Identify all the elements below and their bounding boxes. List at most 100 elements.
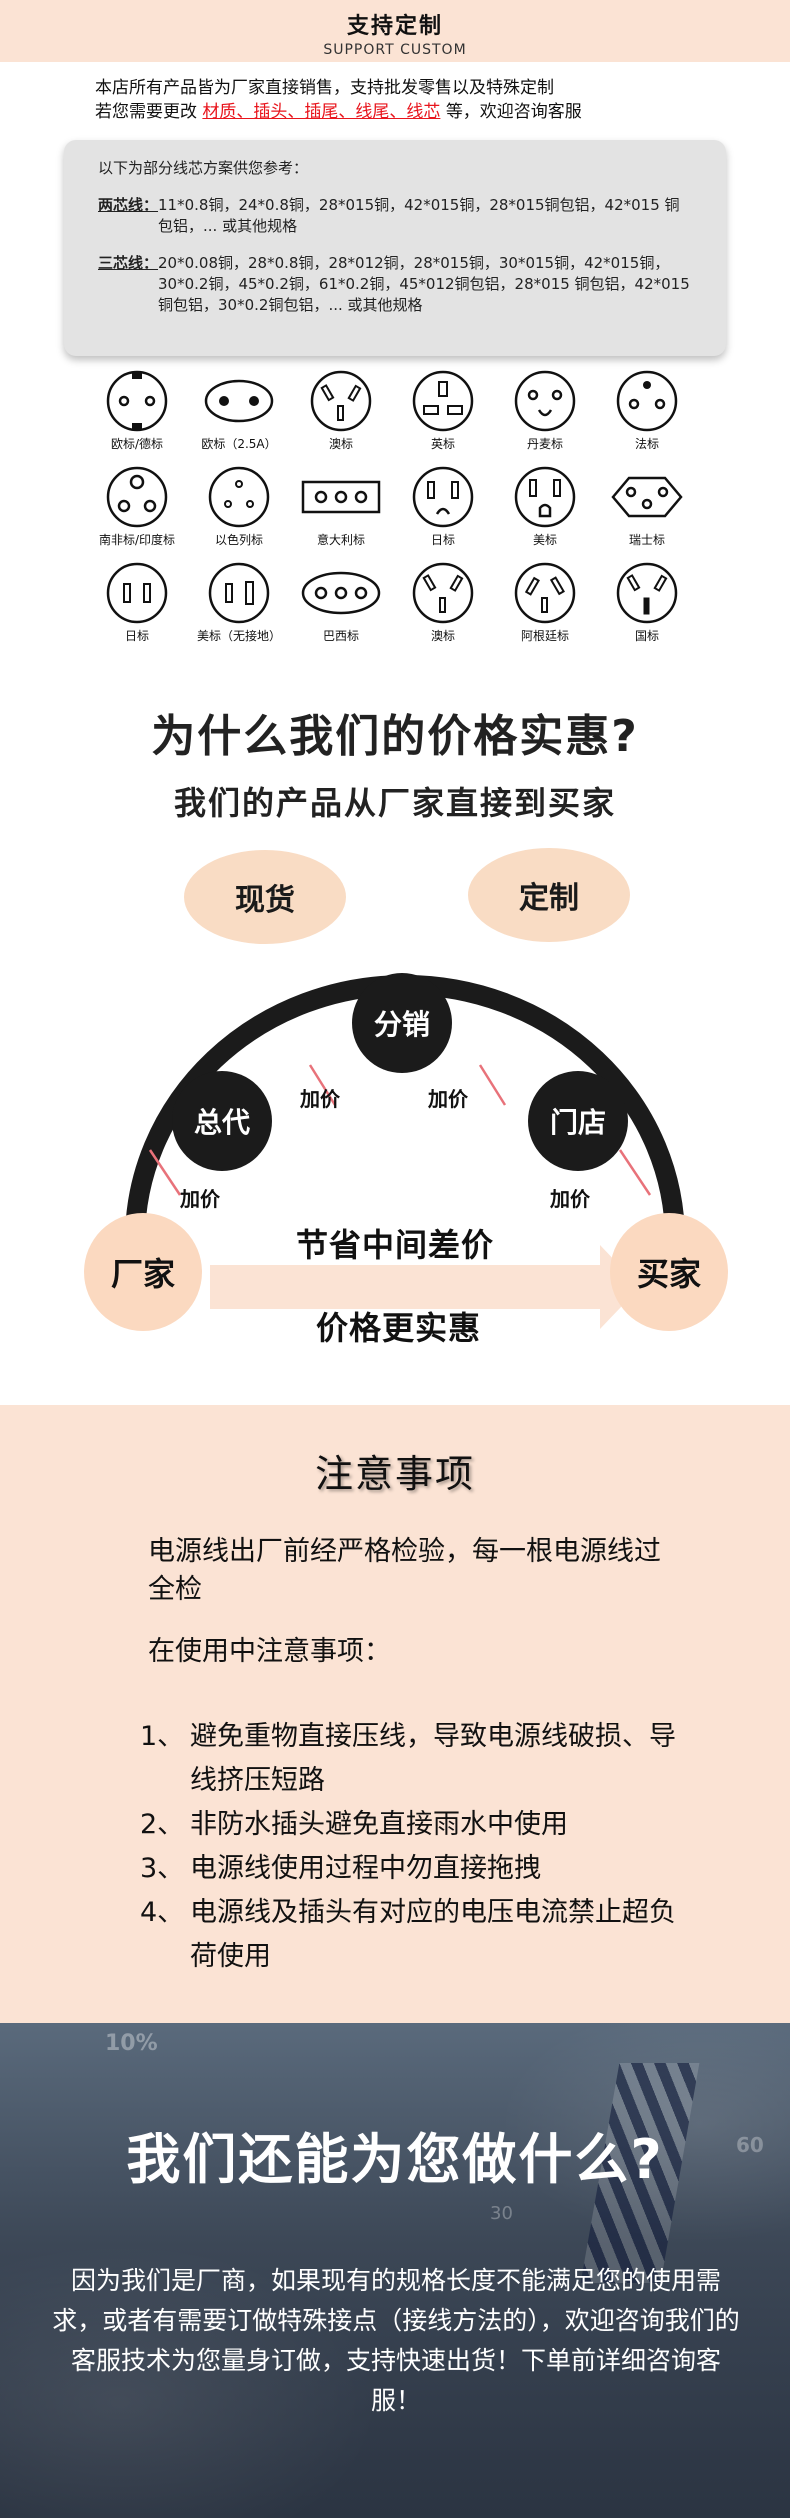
intro-highlight: 材质、插头、插尾、线尾、线芯 bbox=[202, 102, 441, 122]
plug-label: 欧标/德标 bbox=[110, 437, 164, 451]
plug-item: 南非标/印度标 bbox=[92, 464, 182, 556]
us-ungrounded-plug-icon bbox=[208, 562, 270, 624]
swiss-plug-icon bbox=[611, 476, 683, 518]
two-core-label: 两芯线： bbox=[98, 196, 159, 214]
list-text: 电源线使用过程中勿直接拖拽 bbox=[190, 1853, 541, 1884]
what-else-title: 我们还能为您做什么? bbox=[126, 2128, 664, 2191]
plug-label: 阿根廷标 bbox=[520, 629, 569, 643]
denmark-plug-icon bbox=[514, 370, 576, 432]
plug-item: 澳标 bbox=[398, 560, 488, 652]
china-plug-icon bbox=[616, 562, 678, 624]
three-core-text: 20*0.08铜，28*0.8铜，28*012铜，28*015铜，30*015铜… bbox=[158, 254, 690, 314]
list-text: 非防水插头避免直接雨水中使用 bbox=[190, 1809, 568, 1840]
why-subtitle: 我们的产品从厂家直接到买家 bbox=[173, 784, 616, 822]
list-item: 1、避免重物直接压线，导致电源线破损、导线挤压短路 bbox=[140, 1715, 680, 1803]
three-core-row: 三芯线： 20*0.08铜，28*0.8铜，28*012铜，28*015铜，30… bbox=[98, 253, 692, 316]
markup-label-4: 加价 bbox=[550, 1187, 590, 1211]
markup-label-1: 加价 bbox=[180, 1187, 220, 1211]
plug-item: 意大利标 bbox=[296, 464, 386, 556]
what-else-section: 10% 30 60 我们还能为您做什么? 因为我们是厂商，如果现有的规格长度不能… bbox=[0, 2023, 790, 2518]
list-item: 4、电源线及插头有对应的电压电流禁止超负荷使用 bbox=[140, 1891, 680, 1979]
plug-label: 意大利标 bbox=[316, 533, 365, 547]
plug-item: 法标 bbox=[602, 368, 692, 460]
list-text: 电源线及插头有对应的电压电流禁止超负荷使用 bbox=[190, 1897, 676, 1972]
header-title: 支持定制 bbox=[346, 14, 443, 39]
in-stock-pill: 现货 bbox=[184, 850, 346, 944]
spec-lead: 以下为部分线芯方案供您参考： bbox=[98, 159, 309, 177]
plug-label: 南非标/印度标 bbox=[98, 533, 176, 547]
factory-node: 厂家 bbox=[84, 1213, 202, 1331]
us-plug-icon bbox=[514, 466, 576, 528]
list-num: 2、 bbox=[140, 1809, 185, 1840]
notice-body: 电源线出厂前经严格检验，每一根电源线过全检 在使用中注意事项： bbox=[148, 1533, 668, 1695]
brazil-plug-icon bbox=[301, 571, 381, 615]
australia-3pin-plug-icon bbox=[412, 562, 474, 624]
notice-list: 1、避免重物直接压线，导致电源线破损、导线挤压短路 2、非防水插头避免直接雨水中… bbox=[140, 1715, 680, 1979]
europe-schuko-plug-icon bbox=[106, 370, 168, 432]
list-num: 1、 bbox=[140, 1721, 185, 1752]
distribution-node: 分销 bbox=[352, 973, 452, 1073]
plug-label: 丹麦标 bbox=[526, 437, 563, 451]
deco-percent: 10% bbox=[105, 2031, 158, 2056]
plug-label: 美标 bbox=[532, 533, 557, 547]
plug-item: 欧标（2.5A） bbox=[194, 368, 284, 460]
plug-item: 丹麦标 bbox=[500, 368, 590, 460]
plug-item: 日标 bbox=[92, 560, 182, 652]
better-price-text: 价格更实惠 bbox=[316, 1309, 482, 1347]
plug-label: 日标 bbox=[430, 533, 455, 547]
markup-label-2: 加价 bbox=[300, 1087, 340, 1111]
plug-item: 国标 bbox=[602, 560, 692, 652]
notice-paragraph-2: 在使用中注意事项： bbox=[148, 1636, 391, 1667]
intro-line-1: 本店所有产品皆为厂家直接销售，支持批发零售以及特殊定制 bbox=[95, 78, 554, 98]
save-difference-text: 节省中间差价 bbox=[296, 1226, 495, 1264]
plug-item: 欧标/德标 bbox=[92, 368, 182, 460]
plug-label: 澳标 bbox=[430, 629, 455, 643]
japan-2pin-plug-icon bbox=[106, 562, 168, 624]
plug-label: 英标 bbox=[430, 437, 455, 451]
intro-line-2-prefix: 若您需要更改 bbox=[95, 102, 197, 122]
notice-paragraph-1: 电源线出厂前经严格检验，每一根电源线过全检 bbox=[148, 1536, 661, 1605]
plug-item: 日标 bbox=[398, 464, 488, 556]
notice-section: 注意事项 电源线出厂前经严格检验，每一根电源线过全检 在使用中注意事项： 1、避… bbox=[0, 1405, 790, 2023]
why-title: 为什么我们的价格实惠? bbox=[151, 711, 639, 762]
general-agent-node: 总代 bbox=[172, 1071, 272, 1171]
plug-label: 法标 bbox=[634, 437, 659, 451]
plug-item: 巴西标 bbox=[296, 560, 386, 652]
uk-plug-icon bbox=[412, 370, 474, 432]
list-num: 4、 bbox=[140, 1897, 185, 1928]
plug-label: 国标 bbox=[634, 629, 659, 643]
italy-plug-icon bbox=[301, 480, 381, 514]
list-num: 3、 bbox=[140, 1853, 185, 1884]
plug-item: 阿根廷标 bbox=[500, 560, 590, 652]
argentina-plug-icon bbox=[514, 562, 576, 624]
plug-label: 日标 bbox=[124, 629, 149, 643]
intro-text: 本店所有产品皆为厂家直接销售，支持批发零售以及特殊定制 若您需要更改 材质、插头… bbox=[95, 76, 735, 124]
deco-number-right: 60 bbox=[736, 2133, 764, 2157]
australia-plug-icon bbox=[310, 370, 372, 432]
europlug-2-5a-icon bbox=[204, 379, 274, 423]
core-spec-box: 以下为部分线芯方案供您参考： 两芯线： 11*0.8铜，24*0.8铜，28*0… bbox=[64, 140, 726, 356]
supply-chain-diagram: 总代 分销 门店 厂家 买家 加价 加价 加价 加价 节省中间差价 价格更实惠 bbox=[80, 965, 730, 1347]
buyer-node: 买家 bbox=[610, 1213, 728, 1331]
intro-line-2-suffix: 等，欢迎咨询客服 bbox=[445, 102, 582, 122]
header-subtitle: SUPPORT CUSTOM bbox=[323, 42, 467, 58]
markup-label-3: 加价 bbox=[428, 1087, 468, 1111]
plug-item: 瑞士标 bbox=[602, 464, 692, 556]
plug-label: 以色列标 bbox=[214, 533, 263, 547]
israel-plug-icon bbox=[208, 466, 270, 528]
plug-item: 英标 bbox=[398, 368, 488, 460]
two-core-row: 两芯线： 11*0.8铜，24*0.8铜，28*015铜，42*015铜，28*… bbox=[98, 195, 692, 237]
store-node: 门店 bbox=[528, 1071, 628, 1171]
custom-pill: 定制 bbox=[468, 848, 630, 942]
plug-label: 澳标 bbox=[328, 437, 353, 451]
plug-item: 澳标 bbox=[296, 368, 386, 460]
three-core-label: 三芯线： bbox=[98, 254, 159, 272]
plug-types-grid: 欧标/德标 欧标（2.5A） 澳标 英标 bbox=[92, 368, 702, 648]
list-item: 3、电源线使用过程中勿直接拖拽 bbox=[140, 1847, 680, 1891]
france-plug-icon bbox=[616, 370, 678, 432]
list-item: 2、非防水插头避免直接雨水中使用 bbox=[140, 1803, 680, 1847]
list-text: 避免重物直接压线，导致电源线破损、导线挤压短路 bbox=[190, 1721, 676, 1796]
two-core-text: 11*0.8铜，24*0.8铜，28*015铜，42*015铜，28*015铜包… bbox=[158, 196, 680, 235]
notice-title: 注意事项 bbox=[314, 1452, 475, 1496]
